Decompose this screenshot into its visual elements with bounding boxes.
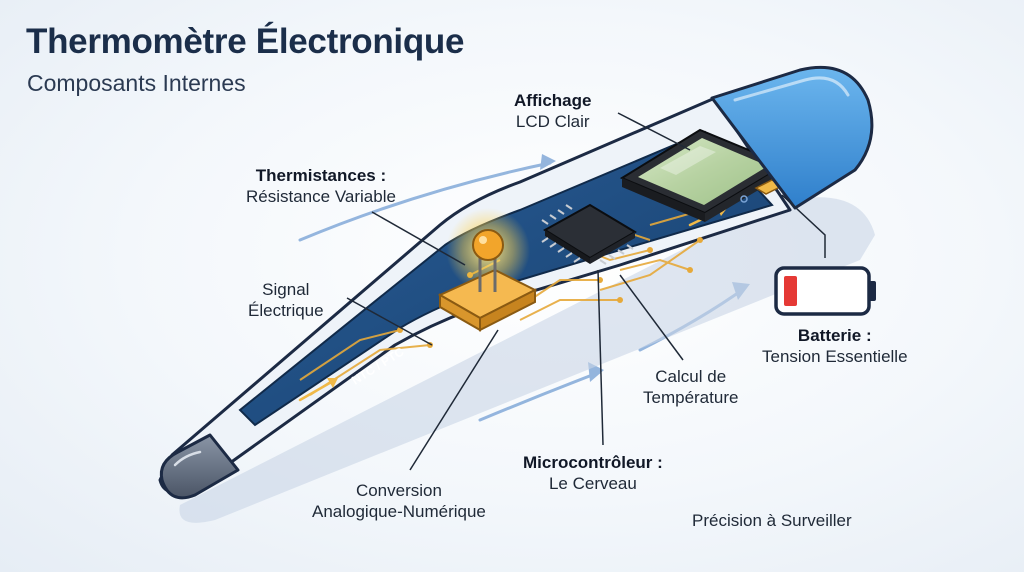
label-signal: Signal Électrique <box>248 279 324 321</box>
label-precision-text: Précision à Surveiller <box>692 511 852 530</box>
label-battery: Batterie : Tension Essentielle <box>762 325 908 367</box>
label-microcontroller: Microcontrôleur : Le Cerveau <box>523 452 663 494</box>
label-thermistor-text: Résistance Variable <box>246 187 396 206</box>
label-battery-text: Tension Essentielle <box>762 347 908 366</box>
label-thermistor-title: Thermistances : <box>255 166 387 185</box>
label-calculation: Calcul de Température <box>643 366 738 408</box>
label-signal-line2: Électrique <box>248 301 324 320</box>
page-title: Thermomètre Électronique <box>26 22 465 61</box>
label-thermistor: Thermistances : Résistance Variable <box>246 165 396 207</box>
thermistor-sensor <box>437 229 538 332</box>
label-display-title: Affichage <box>514 91 592 110</box>
label-microcontroller-text: Le Cerveau <box>548 474 637 493</box>
metal-probe-tip <box>159 433 240 500</box>
microcontroller-chip <box>541 203 637 265</box>
label-conversion-line2: Analogique-Numérique <box>312 502 486 521</box>
end-cap <box>710 65 874 210</box>
status-led <box>740 195 748 203</box>
label-conversion-line1: Conversion <box>355 481 442 500</box>
battery-icon <box>774 266 876 316</box>
label-signal-line1: Signal <box>262 280 310 299</box>
lcd-screen <box>619 128 788 222</box>
label-calculation-line2: Température <box>643 388 739 407</box>
page-subtitle: Composants Internes <box>27 70 246 96</box>
leader-lines <box>346 112 826 471</box>
label-display-text: LCD Clair <box>515 112 590 131</box>
label-conversion: Conversion Analogique-Numérique <box>312 480 486 522</box>
label-precision: Précision à Surveiller <box>692 510 852 531</box>
thermometer-shadow <box>179 197 875 523</box>
label-battery-title: Batterie : <box>797 326 872 345</box>
label-microcontroller-title: Microcontrôleur : <box>523 453 663 472</box>
label-calculation-line1: Calcul de <box>655 367 727 386</box>
label-display: Affichage LCD Clair <box>514 90 591 132</box>
